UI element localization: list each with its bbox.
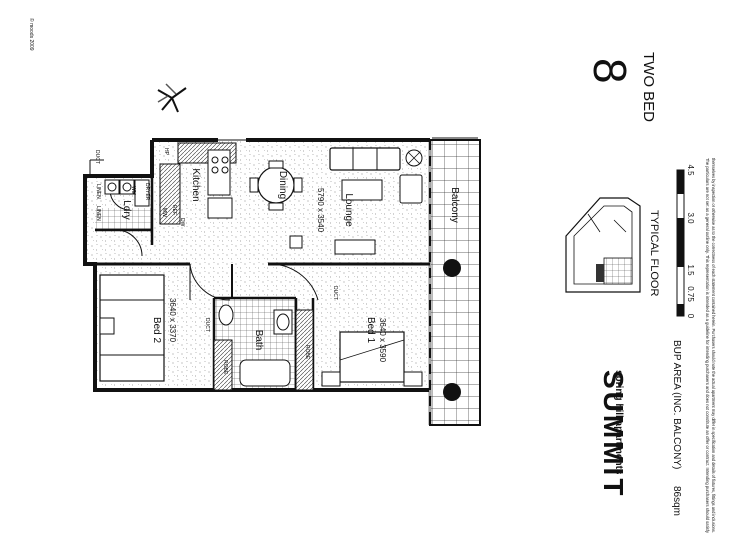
key-plan-highlight (603, 257, 633, 285)
svg-text:BUP AREA (INC. BALCONY): BUP AREA (INC. BALCONY) (671, 340, 682, 469)
room-label-balcony: Balcony (449, 187, 460, 223)
room-dims-bed-2: 3640 x 3370 (168, 298, 177, 343)
area-label: BUP AREA (INC. BALCONY) (671, 340, 682, 469)
robe-bed-2 (213, 339, 233, 391)
disclaimer: The particulars are not set as a general… (705, 158, 716, 534)
scale-tick-4: 4.5 (686, 164, 695, 176)
room-label-bed-1: Bed 1 (365, 317, 376, 344)
room-label-bath: Bath (253, 330, 264, 351)
north-arrow-icon (157, 83, 187, 113)
key-plan (565, 197, 641, 293)
svg-text:HP: HP (163, 148, 169, 156)
room-labels: Kitchen Dining Lounge 5790 x 3540 Balcon… (121, 168, 460, 362)
scale-tick-0: 0 (686, 314, 695, 319)
svg-text:DUCT: DUCT (94, 150, 100, 164)
room-label-kitchen: Kitchen (190, 168, 201, 201)
brand-logo: SUMMIT (598, 370, 629, 498)
scale-bar: 0 0.75 1.5 3.0 4.5 (676, 164, 695, 319)
svg-text:DUCT: DUCT (332, 286, 338, 300)
brand-tagline: spring hill apartments (613, 370, 624, 475)
room-dims-bed-1: 3640 x 3590 (378, 318, 387, 363)
svg-text:LINEN: LINEN (95, 184, 101, 199)
svg-text:REF: REF (171, 205, 177, 215)
svg-text:© moods 2009: © moods 2009 (28, 18, 35, 51)
room-label-dining: Dining (277, 171, 288, 199)
typical-floor-label: TYPICAL FLOOR (648, 210, 660, 296)
scale-tick-3: 3.0 (686, 212, 695, 224)
room-label-bed-2: Bed 2 (151, 317, 162, 344)
sofa (329, 147, 401, 171)
svg-text:ROBE: ROBE (222, 360, 228, 375)
room-label-laundry: Ldry (121, 200, 132, 219)
svg-text:8: 8 (584, 58, 636, 84)
svg-text:86sqm: 86sqm (671, 486, 682, 516)
bathtub (239, 359, 291, 387)
svg-text:DRYER: DRYER (144, 183, 150, 201)
fixture-labels: DUCT DUCT DUCT LINEN LINEN ROBE ROBE WM … (94, 148, 338, 375)
disclaimer-line-1: The particulars are not set as a general… (705, 158, 710, 534)
svg-text:spring hill apartments: spring hill apartments (613, 370, 624, 475)
laundry-tiles (95, 208, 152, 230)
unit-type: TWO BED (640, 52, 657, 122)
column-marker (443, 383, 461, 401)
svg-text:MW: MW (161, 208, 167, 217)
svg-text:WM: WM (130, 186, 136, 195)
column-marker (443, 259, 461, 277)
svg-text:TYPICAL FLOOR: TYPICAL FLOOR (648, 210, 660, 296)
robe-bed-1 (295, 309, 314, 391)
svg-text:DW: DW (179, 218, 185, 227)
kitchen-island (207, 149, 231, 196)
coffee-table (341, 179, 383, 201)
balcony-tiles (430, 140, 480, 425)
svg-text:LINEN: LINEN (95, 206, 101, 221)
svg-text:DUCT: DUCT (204, 318, 210, 332)
svg-text:TWO BED: TWO BED (640, 52, 657, 122)
svg-text:SUMMIT: SUMMIT (598, 370, 629, 498)
toilet (218, 304, 234, 326)
floor-plan (83, 137, 481, 426)
room-label-lounge: Lounge (343, 193, 354, 227)
scale-tick-1: 0.75 (686, 286, 695, 302)
scale-tick-2: 1.5 (686, 264, 695, 276)
unit-number: 8 (584, 58, 636, 84)
tv-unit (334, 239, 376, 255)
copyright-mark: © moods 2009 (28, 18, 35, 51)
disclaimer-line-2: themselves by inspection or otherwise as… (711, 158, 716, 533)
room-dims-lounge: 5790 x 3540 (316, 188, 325, 233)
armchair (399, 174, 423, 204)
area-value: 86sqm (671, 486, 682, 516)
svg-text:ROBE: ROBE (304, 345, 310, 360)
